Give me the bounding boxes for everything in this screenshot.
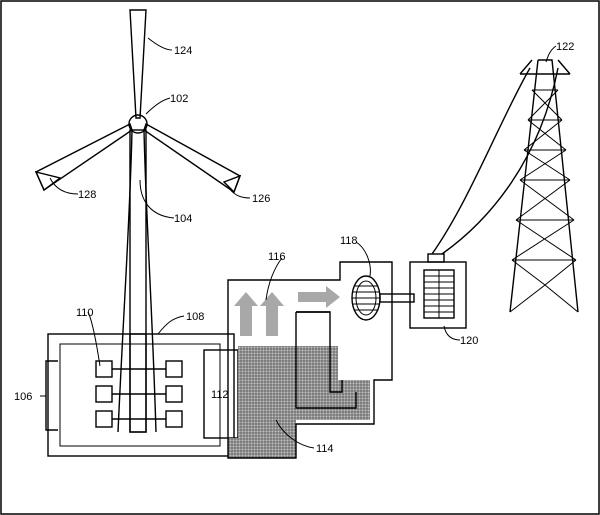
label-hub: 102 <box>170 93 188 105</box>
vapor-arrow-up <box>260 292 284 336</box>
label-storage-enclosure: 110 <box>76 307 94 319</box>
label-blade-right: 126 <box>252 193 270 205</box>
label-blade-left: 128 <box>78 189 96 201</box>
module <box>165 385 183 403</box>
vessel-outline <box>227 261 393 459</box>
power-line <box>441 67 559 255</box>
label-turbine: 118 <box>340 235 358 247</box>
module <box>95 410 113 428</box>
label-liquid: 114 <box>316 443 334 455</box>
power-line <box>431 67 531 255</box>
hub <box>128 114 148 134</box>
vapor-vessel <box>227 261 393 459</box>
module <box>165 410 183 428</box>
module <box>95 360 113 378</box>
label-transmission-tower: 122 <box>556 41 574 53</box>
module <box>165 360 183 378</box>
blade-top <box>129 9 147 119</box>
label-module-group: 106 <box>14 391 32 403</box>
transmission-tower <box>509 59 579 313</box>
shaft <box>379 293 415 303</box>
module-array <box>95 360 183 428</box>
blade-left <box>35 123 133 192</box>
module <box>95 385 113 403</box>
tower-right-edge <box>143 129 157 433</box>
tower-left-edge <box>117 129 133 433</box>
label-nacelle-housing: 108 <box>186 311 204 323</box>
turbine <box>351 275 381 321</box>
label-tower: 104 <box>174 213 192 225</box>
vapor-arrow-up <box>234 292 258 336</box>
vapor-arrow-right <box>298 286 340 308</box>
label-vapor-flow: 116 <box>268 251 286 263</box>
tower-shaft <box>129 129 147 433</box>
storage-enclosure <box>59 343 221 447</box>
label-generator: 120 <box>460 335 478 347</box>
generator <box>409 253 467 329</box>
vapor-arrows <box>234 286 340 336</box>
label-blade-top: 124 <box>174 45 192 57</box>
label-heat-exchanger: 112 <box>211 389 229 401</box>
